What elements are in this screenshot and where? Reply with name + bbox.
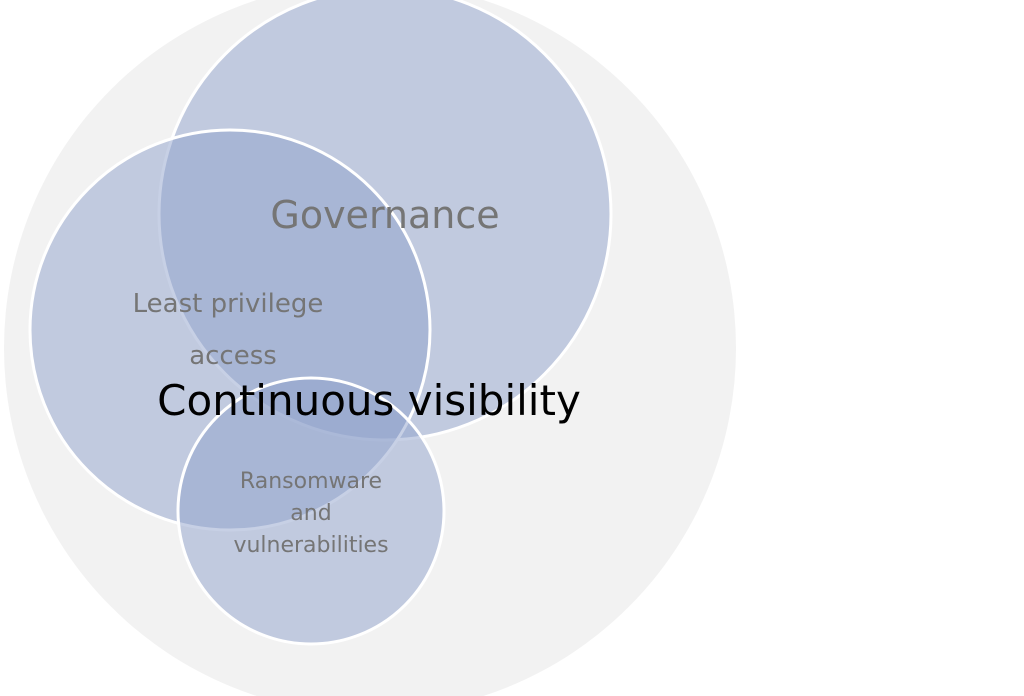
label-ransomware-line2: and: [290, 501, 331, 526]
label-continuous-visibility: Continuous visibility: [157, 376, 581, 425]
label-least-privilege-line2: access: [189, 341, 277, 371]
label-least-privilege-line1: Least privilege: [133, 289, 324, 319]
label-governance: Governance: [270, 193, 499, 237]
circle-ransomware: [176, 376, 446, 646]
label-ransomware-line3: vulnerabilities: [233, 533, 388, 558]
label-ransomware-line1: Ransomware: [240, 469, 382, 494]
